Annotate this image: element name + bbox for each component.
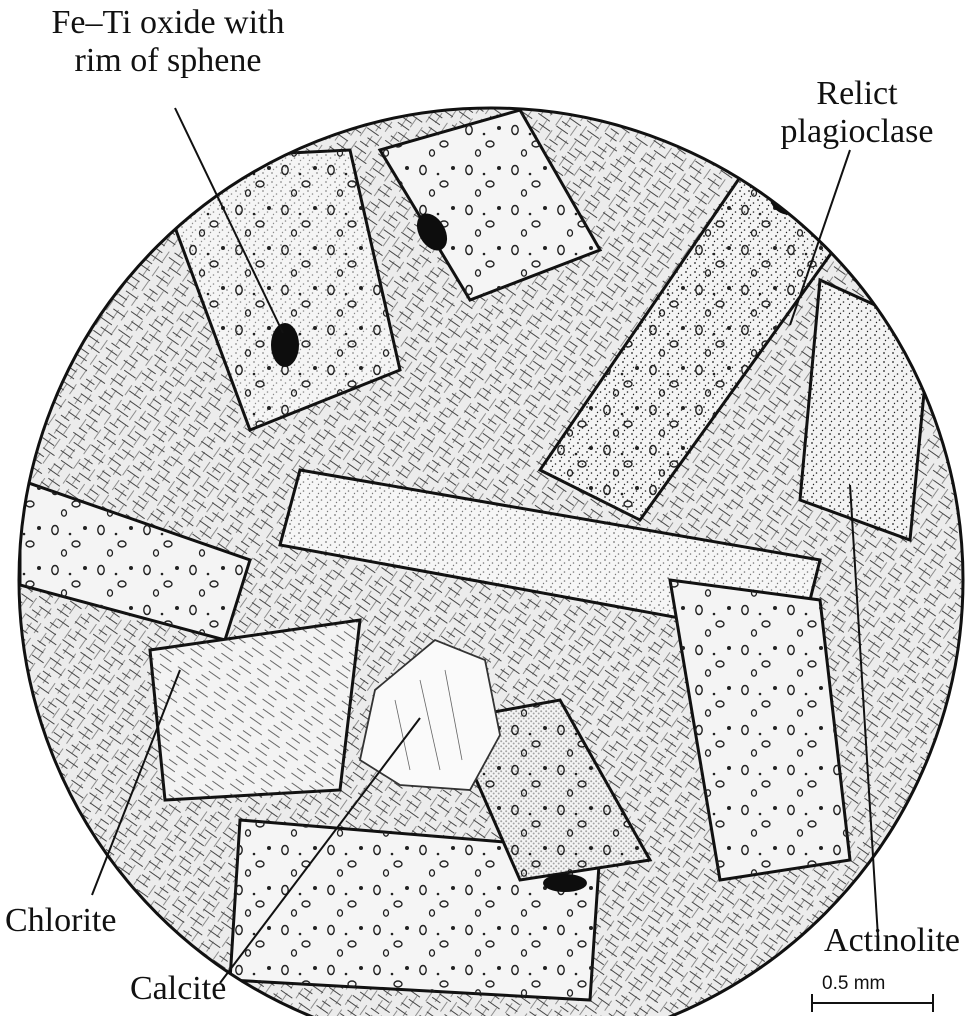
label-fe-ti-oxide-line2: rim of sphene <box>8 42 328 80</box>
label-relict-plagioclase-line2: plagioclase <box>757 113 957 151</box>
scale-bar-label: 0.5 mm <box>822 973 885 995</box>
label-relict-plagioclase-line1: Relict <box>757 75 957 113</box>
label-fe-ti-oxide: Fe–Ti oxide with rim of sphene <box>8 4 328 80</box>
label-chlorite: Chlorite <box>5 902 165 940</box>
label-actinolite: Actinolite <box>785 922 960 960</box>
label-calcite: Calcite <box>130 970 280 1008</box>
scale-bar <box>812 994 933 1012</box>
label-fe-ti-oxide-line1: Fe–Ti oxide with <box>8 4 328 42</box>
label-relict-plagioclase: Relict plagioclase <box>757 75 957 151</box>
